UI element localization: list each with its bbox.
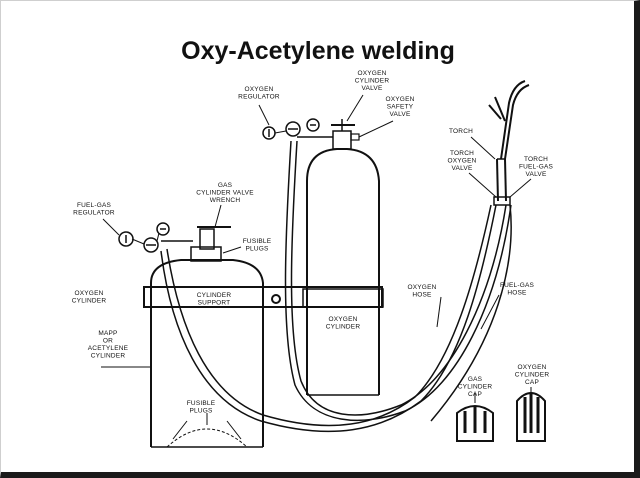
slide-title: Oxy-Acetylene welding bbox=[181, 37, 455, 65]
label-line: VALVE bbox=[452, 165, 473, 172]
label-line: CYLINDER bbox=[91, 353, 126, 360]
label-line: CYLINDER bbox=[197, 292, 232, 299]
label-line: CYLINDER VALVE bbox=[196, 190, 254, 197]
label-line: OXYGEN bbox=[447, 158, 476, 165]
label-line: OXYGEN bbox=[385, 96, 414, 103]
label-line: CYLINDER bbox=[515, 372, 550, 379]
label-line: CYLINDER bbox=[458, 384, 493, 391]
gauge-icon bbox=[143, 237, 159, 253]
oxygen-regulator bbox=[262, 118, 333, 140]
label-torch: TORCH bbox=[449, 128, 473, 135]
label-line: REGULATOR bbox=[73, 210, 115, 217]
label-line: CAP bbox=[525, 379, 539, 386]
label-line: CYLINDER bbox=[355, 78, 390, 85]
label-line: WRENCH bbox=[210, 197, 241, 204]
hoses bbox=[160, 140, 512, 433]
gauge-icon bbox=[306, 118, 320, 132]
cylinder-support bbox=[143, 286, 383, 308]
label-line: OXYGEN bbox=[517, 364, 546, 371]
gas-cylinder-cap bbox=[456, 405, 494, 442]
gauge-icon bbox=[285, 121, 301, 137]
label-line: FUSIBLE bbox=[243, 238, 272, 245]
mapp-acetylene-cylinder bbox=[150, 259, 264, 448]
gauge-icon bbox=[262, 126, 276, 140]
label-line: FUEL-GAS bbox=[77, 202, 112, 209]
label-line: OXYGEN bbox=[328, 316, 357, 323]
label-line: OXYGEN bbox=[407, 284, 436, 291]
torch bbox=[488, 80, 530, 206]
label-line: HOSE bbox=[507, 290, 527, 297]
oxy-acetylene-diagram: OXYGENCYLINDERVALVEOXYGENREGULATOROXYGEN… bbox=[72, 70, 554, 448]
label-line: OXYGEN bbox=[244, 86, 273, 93]
label-line: TORCH bbox=[450, 150, 474, 157]
label-line: TORCH bbox=[449, 128, 473, 135]
leader-lines bbox=[101, 94, 532, 440]
fuel-gas-regulator bbox=[118, 222, 231, 262]
label-line: REGULATOR bbox=[238, 94, 280, 101]
label-line: VALVE bbox=[390, 111, 411, 118]
label-line: SUPPORT bbox=[198, 300, 231, 307]
label-line: GAS bbox=[218, 182, 233, 189]
label-line: TORCH bbox=[524, 156, 548, 163]
label-line: GAS bbox=[468, 376, 483, 383]
gauge-icon bbox=[156, 222, 170, 236]
label-line: ACETYLENE bbox=[88, 345, 129, 352]
label-line: FUEL-GAS bbox=[519, 164, 554, 171]
label-line: CYLINDER bbox=[326, 324, 361, 331]
label-line: HOSE bbox=[412, 292, 432, 299]
label-line: PLUGS bbox=[245, 246, 269, 253]
label-line: CAP bbox=[468, 391, 482, 398]
label-line: CYLINDER bbox=[72, 298, 107, 305]
label-line: PLUGS bbox=[189, 408, 213, 415]
label-line: VALVE bbox=[362, 85, 383, 92]
label-line: OXYGEN bbox=[357, 70, 386, 77]
gauge-icon bbox=[118, 231, 134, 247]
oxygen-cylinder bbox=[302, 148, 384, 396]
label-line: MAPP bbox=[98, 330, 117, 337]
oxygen-cylinder-valve bbox=[331, 119, 360, 150]
label-line: FUSIBLE bbox=[187, 400, 216, 407]
label-line: SAFETY bbox=[387, 104, 414, 111]
label-line: OR bbox=[103, 338, 113, 345]
label-line: VALVE bbox=[526, 171, 547, 178]
label-line: FUEL-GAS bbox=[500, 282, 535, 289]
label-line: OXYGEN bbox=[74, 290, 103, 297]
oxygen-cylinder-cap bbox=[516, 392, 546, 442]
